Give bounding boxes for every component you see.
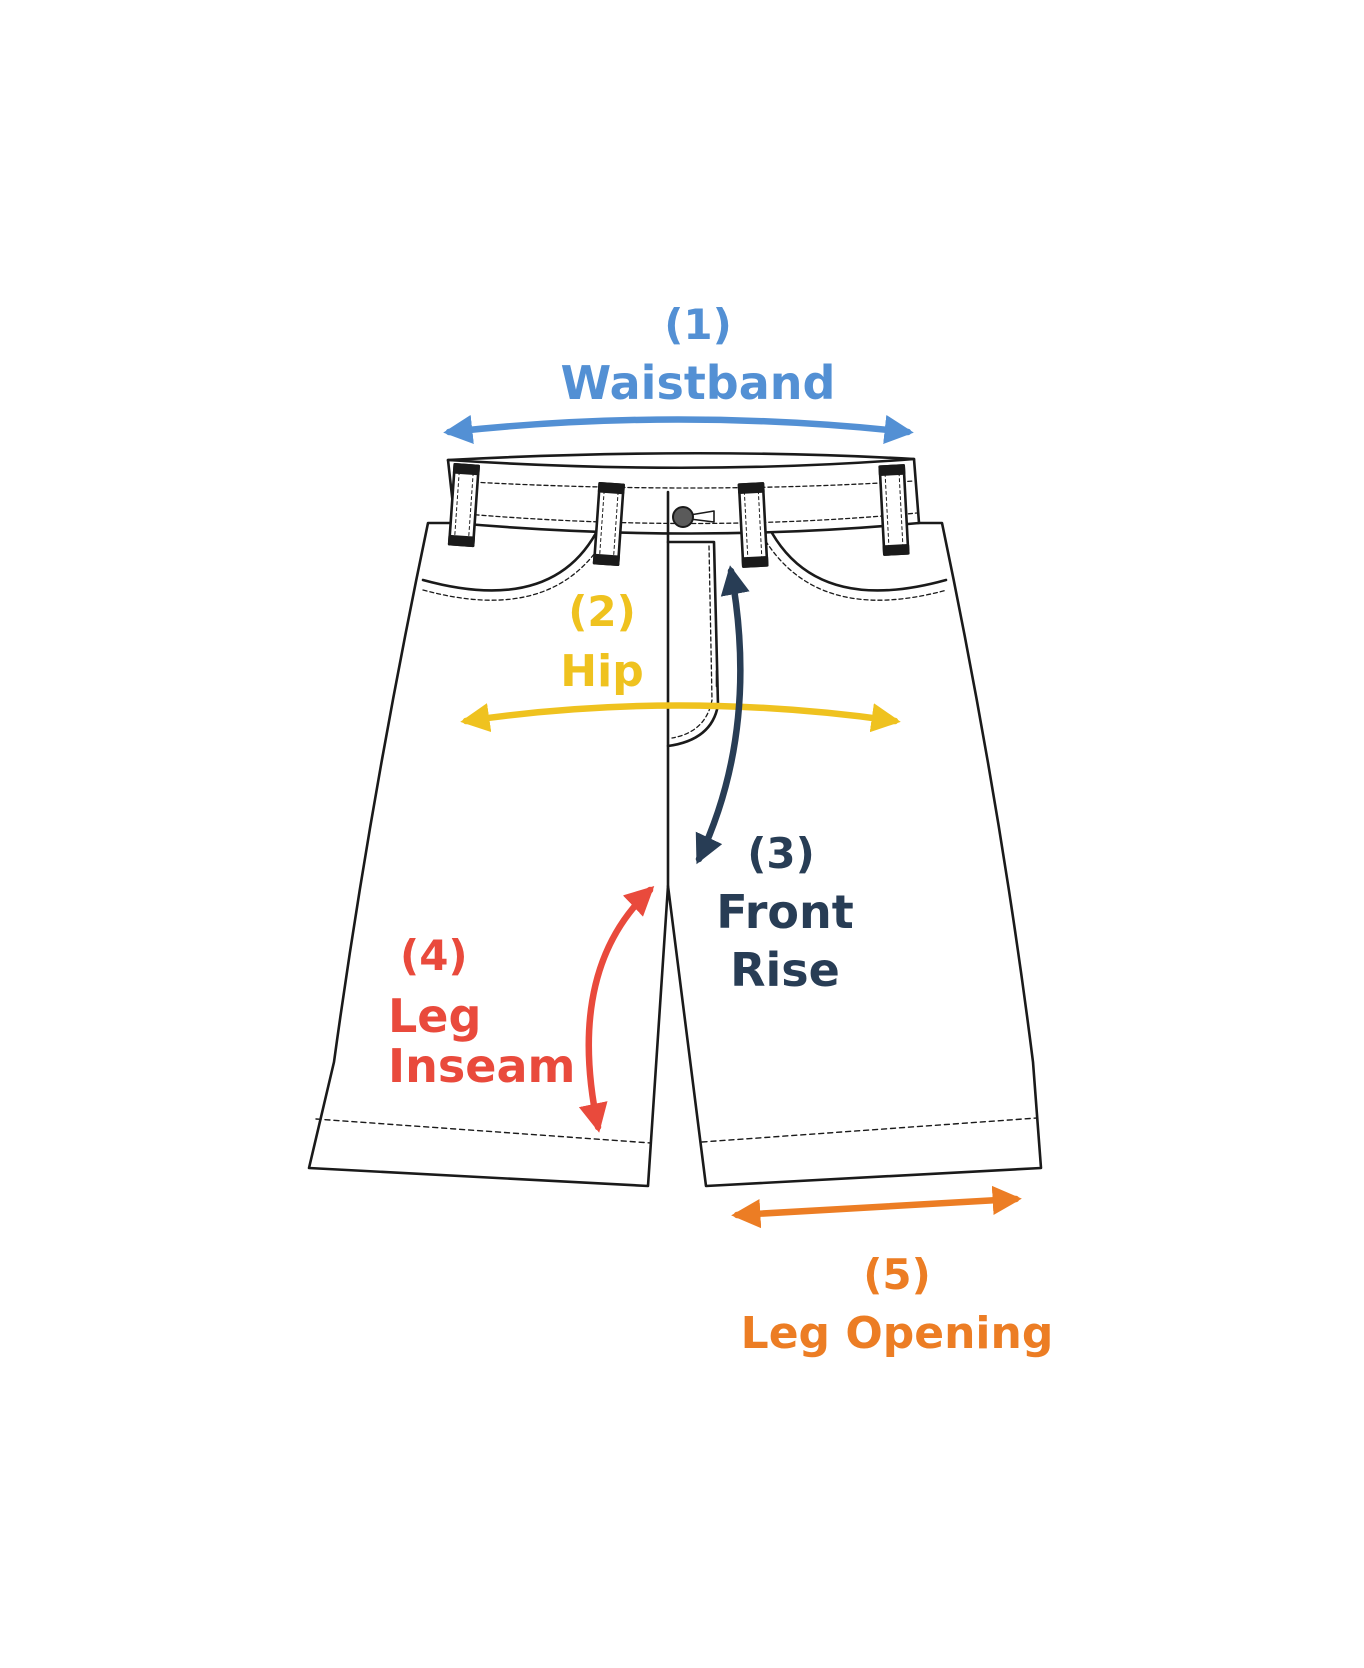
leg-inseam-number: (4) (400, 931, 468, 980)
leg-opening-number: (5) (863, 1250, 931, 1299)
leg-opening-arrow (731, 1185, 1022, 1229)
pocket-left (421, 531, 598, 592)
waistband-stitch-top (452, 480, 915, 489)
leg-opening-label: Leg Opening (741, 1308, 1054, 1359)
waistband-arrow (443, 414, 914, 445)
front-rise-number: (3) (747, 829, 815, 878)
front-rise-label-line2: Rise (730, 943, 840, 997)
leg-inseam-label-line2: Inseam (388, 1039, 575, 1093)
waistband-label: Waistband (561, 356, 836, 410)
leg-inseam-label-line1: Leg (388, 989, 481, 1043)
belt-loop-2 (592, 481, 625, 567)
hem-stitch-right (701, 1117, 1038, 1143)
shorts-body (307, 521, 1043, 1188)
hem-stitch-left (315, 1118, 652, 1144)
hip-arrow (460, 702, 901, 733)
front-rise-arrow (695, 565, 750, 865)
belt-loop-1 (447, 463, 480, 548)
waistband-number: (1) (664, 300, 732, 349)
pocket-right-stitch (761, 534, 948, 601)
pocket-left-stitch (422, 534, 608, 601)
hip-label: Hip (560, 646, 643, 697)
waistband-top-edge (446, 457, 916, 470)
waist-button-icon (672, 506, 715, 528)
leg-inseam-arrow (578, 885, 655, 1133)
waistband (446, 451, 921, 535)
belt-loop-3 (737, 482, 769, 568)
front-rise-label-line1: Front (716, 885, 854, 939)
waistband-stitch-bottom (453, 512, 918, 525)
belt-loop-4 (878, 464, 910, 556)
hip-number: (2) (568, 587, 636, 636)
pocket-right (770, 531, 948, 592)
